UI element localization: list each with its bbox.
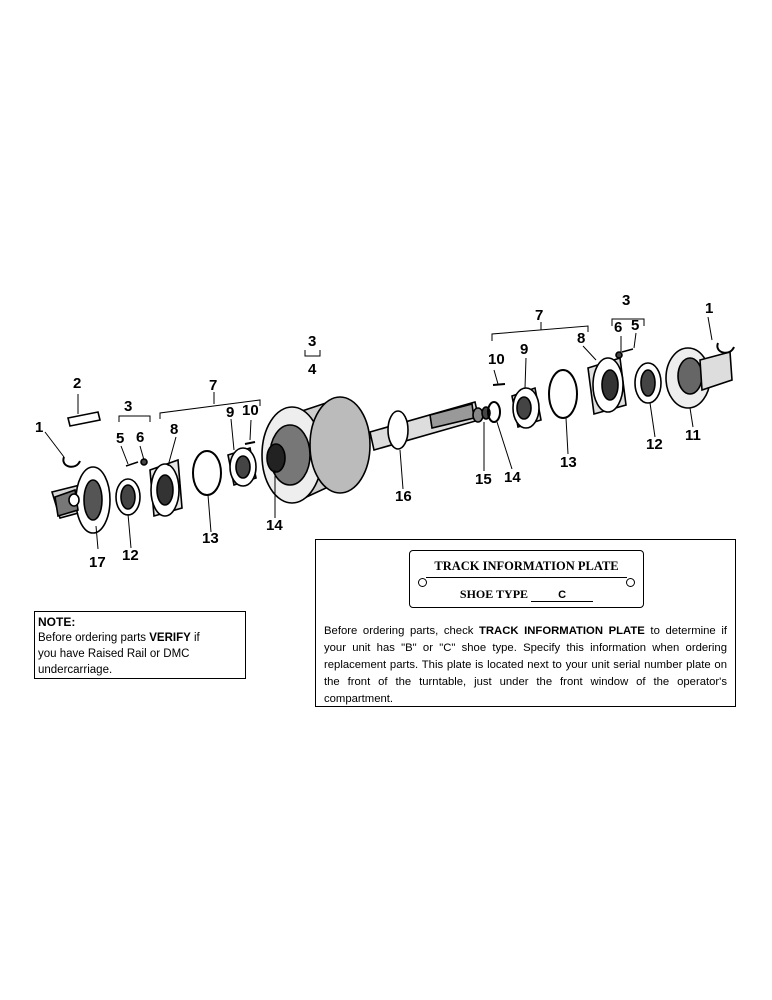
part-10-pin-right xyxy=(492,383,506,386)
part-1-lock-clip-right xyxy=(716,342,735,354)
part-13-oring-right xyxy=(548,369,578,419)
note-line1-pre: Before ordering parts xyxy=(38,632,150,644)
callout-15: 15 xyxy=(475,471,492,488)
part-6-washer-right xyxy=(615,351,623,359)
part-9-collar-left xyxy=(227,446,257,487)
track-text-bold: TRACK INFORMATION PLATE xyxy=(478,625,645,637)
callout-16: 16 xyxy=(395,488,412,505)
callout-9-left: 9 xyxy=(226,404,234,421)
callout-10-left: 10 xyxy=(242,402,259,419)
callout-14-right: 14 xyxy=(504,469,521,486)
callout-4: 4 xyxy=(308,361,317,378)
callout-12-left: 12 xyxy=(122,547,139,564)
track-information-plate: TRACK INFORMATION PLATE SHOE TYPE C xyxy=(409,550,644,608)
part-11-end-bracket xyxy=(665,347,733,409)
part-4-roller xyxy=(261,396,371,504)
note-box: NOTE: Before ordering parts VERIFY if yo… xyxy=(34,611,246,679)
callout-6-left: 6 xyxy=(136,429,144,446)
part-16-shaft xyxy=(369,400,480,452)
part-17-end-bracket xyxy=(50,466,111,534)
part-12-seal-right xyxy=(634,362,662,404)
note-line1-bold: VERIFY xyxy=(149,632,191,644)
note-title: NOTE: xyxy=(38,615,76,629)
callout-5-left: 5 xyxy=(116,430,124,447)
callout-9-right: 9 xyxy=(520,341,528,358)
callout-2: 2 xyxy=(73,375,81,392)
plate-mount-hole-left xyxy=(418,578,427,587)
plate-divider xyxy=(426,577,627,578)
track-text-pre: Before ordering parts, check xyxy=(324,625,479,637)
callout-8-right: 8 xyxy=(577,330,585,347)
plate-shoe-value: C xyxy=(531,590,594,602)
callout-1-right: 1 xyxy=(705,300,713,317)
part-8-bushing-housing-right xyxy=(587,356,627,416)
part-10-pin-left xyxy=(244,441,256,445)
note-line1-post: if xyxy=(190,632,200,644)
callout-3-right: 3 xyxy=(622,292,630,309)
plate-title: TRACK INFORMATION PLATE xyxy=(434,559,619,573)
callout-6-right: 6 xyxy=(614,319,622,336)
plate-mount-hole-right xyxy=(626,578,635,587)
note-line2: you have Raised Rail or DMC xyxy=(38,648,190,660)
callout-1-left: 1 xyxy=(35,419,43,436)
part-13-oring-left xyxy=(192,450,222,496)
callout-14-left: 14 xyxy=(266,517,283,534)
plate-shoe-label: SHOE TYPE xyxy=(459,587,529,601)
callout-3-center: 3 xyxy=(308,333,316,350)
note-line3: undercarriage. xyxy=(38,664,113,676)
callout-13-right: 13 xyxy=(560,454,577,471)
part-1-lock-clip xyxy=(62,456,81,468)
note-body: Before ordering parts VERIFY if you have… xyxy=(38,630,242,678)
callout-12-right: 12 xyxy=(646,436,663,453)
part-14-oring-right xyxy=(487,401,501,423)
track-text-post: to determine if your unit has "B" or "C"… xyxy=(324,625,727,705)
callout-5-right: 5 xyxy=(631,317,639,334)
part-5-screw-right xyxy=(621,348,634,353)
plate-shoe-type: SHOE TYPE C xyxy=(410,587,643,602)
callout-11: 11 xyxy=(685,427,701,444)
track-info-text: Before ordering parts, check TRACK INFOR… xyxy=(324,623,727,708)
callout-7-right: 7 xyxy=(535,307,543,324)
part-8-bushing-housing-left xyxy=(149,458,183,518)
track-information-box: TRACK INFORMATION PLATE SHOE TYPE C Befo… xyxy=(315,539,736,707)
leader-lines xyxy=(44,316,713,550)
part-5-screw-left xyxy=(125,461,139,467)
callout-7-left: 7 xyxy=(209,377,217,394)
callout-8-left: 8 xyxy=(170,421,178,438)
part-9-collar-right xyxy=(511,386,542,429)
callout-10-right: 10 xyxy=(488,351,505,368)
callout-17: 17 xyxy=(89,554,106,571)
part-2-key xyxy=(67,411,101,427)
callout-13-left: 13 xyxy=(202,530,219,547)
callout-3-left: 3 xyxy=(124,398,132,415)
part-12-seal-left xyxy=(115,478,141,516)
